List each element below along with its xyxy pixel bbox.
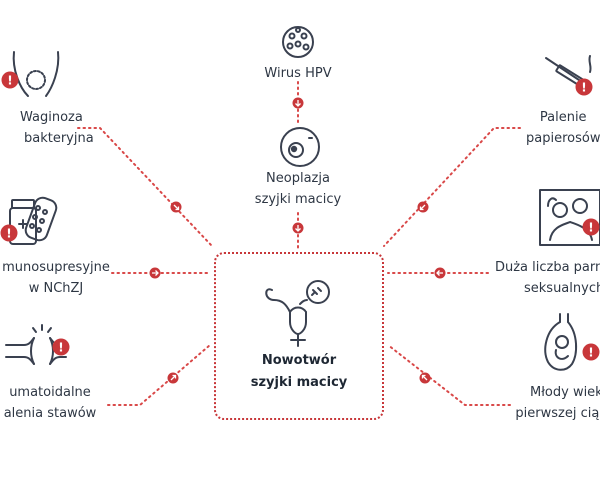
alert-arthritis-icon: !	[52, 338, 70, 356]
label-immuno-line2: w NChZJ	[28, 281, 84, 296]
joint-icon	[5, 324, 67, 365]
arrow-smoking-icon	[417, 201, 429, 213]
alert-badges: ! ! ! ! ! !	[0, 71, 600, 361]
virus-icon	[282, 26, 314, 58]
label-partners: Duża liczba parn seksualnych	[494, 257, 600, 299]
center-title-line2: szyjki macicy	[250, 375, 348, 390]
alert-pregnancy-icon: !	[582, 343, 600, 361]
connector-vaginosis	[77, 127, 213, 247]
arrow-neoplasia-icon	[292, 222, 304, 234]
label-partners-line2: seksualnych	[524, 281, 600, 296]
label-arthritis: umatoidalne alenia stawów	[0, 382, 100, 424]
cell-icon	[280, 127, 320, 167]
center-title-line1: Nowotwór	[261, 353, 337, 368]
alert-partners-icon: !	[582, 218, 600, 236]
svg-text:!: !	[588, 221, 593, 235]
arrow-hpv-icon	[292, 97, 304, 109]
svg-text:!: !	[58, 341, 63, 355]
svg-text:!: !	[7, 74, 12, 88]
label-vaginosis: Waginoza bakteryjna	[20, 107, 94, 149]
couple-icon	[539, 189, 600, 246]
label-pregnancy-line1: Młody wiek	[530, 385, 600, 400]
label-neoplasia-line2: szyjki macicy	[254, 192, 342, 207]
alert-immuno-icon: !	[0, 224, 18, 242]
label-immuno-line1: munosupresyjne	[2, 260, 110, 275]
label-neoplasia: Neoplazja szyjki macicy	[238, 168, 358, 210]
pregnancy-icon	[544, 313, 578, 371]
label-neoplasia-line1: Neoplazja	[266, 171, 330, 186]
alert-vaginosis-icon: !	[1, 71, 19, 89]
arrow-partners-icon	[434, 267, 446, 279]
svg-text:!: !	[6, 227, 11, 241]
arrow-arthritis-icon	[167, 372, 179, 384]
arrow-pregnancy-icon	[419, 372, 431, 384]
label-arthritis-line2: alenia stawów	[3, 406, 97, 421]
label-smoking-line2: papierosów	[526, 131, 600, 146]
label-hpv-line1: Wirus HPV	[264, 66, 332, 81]
center-title: Nowotwór szyjki macicy	[214, 350, 384, 394]
medication-icon	[9, 196, 58, 245]
arrow-markers	[149, 97, 446, 384]
label-vaginosis-line1: Waginoza	[20, 110, 83, 125]
svg-text:!: !	[588, 346, 593, 360]
connector-pregnancy	[387, 344, 511, 406]
label-smoking: Palenie papierosów	[526, 107, 600, 149]
arrow-immuno-icon	[149, 267, 161, 279]
connector-arthritis	[107, 344, 211, 406]
uterus-icon	[265, 280, 330, 347]
label-immuno: munosupresyjne w NChZJ	[0, 257, 112, 299]
arrow-vaginosis-icon	[170, 201, 182, 213]
pelvis-icon	[12, 51, 60, 97]
alert-smoking-icon: !	[575, 78, 593, 96]
label-partners-line1: Duża liczba parn	[494, 260, 600, 275]
label-vaginosis-line2: bakteryjna	[24, 131, 94, 146]
label-hpv: Wirus HPV	[248, 63, 348, 84]
label-smoking-line1: Palenie	[539, 110, 587, 125]
svg-text:!: !	[581, 81, 586, 95]
label-arthritis-line1: umatoidalne	[9, 385, 91, 400]
label-pregnancy: Młody wiek pierwszej cią	[512, 382, 600, 424]
label-pregnancy-line2: pierwszej cią	[515, 406, 600, 421]
